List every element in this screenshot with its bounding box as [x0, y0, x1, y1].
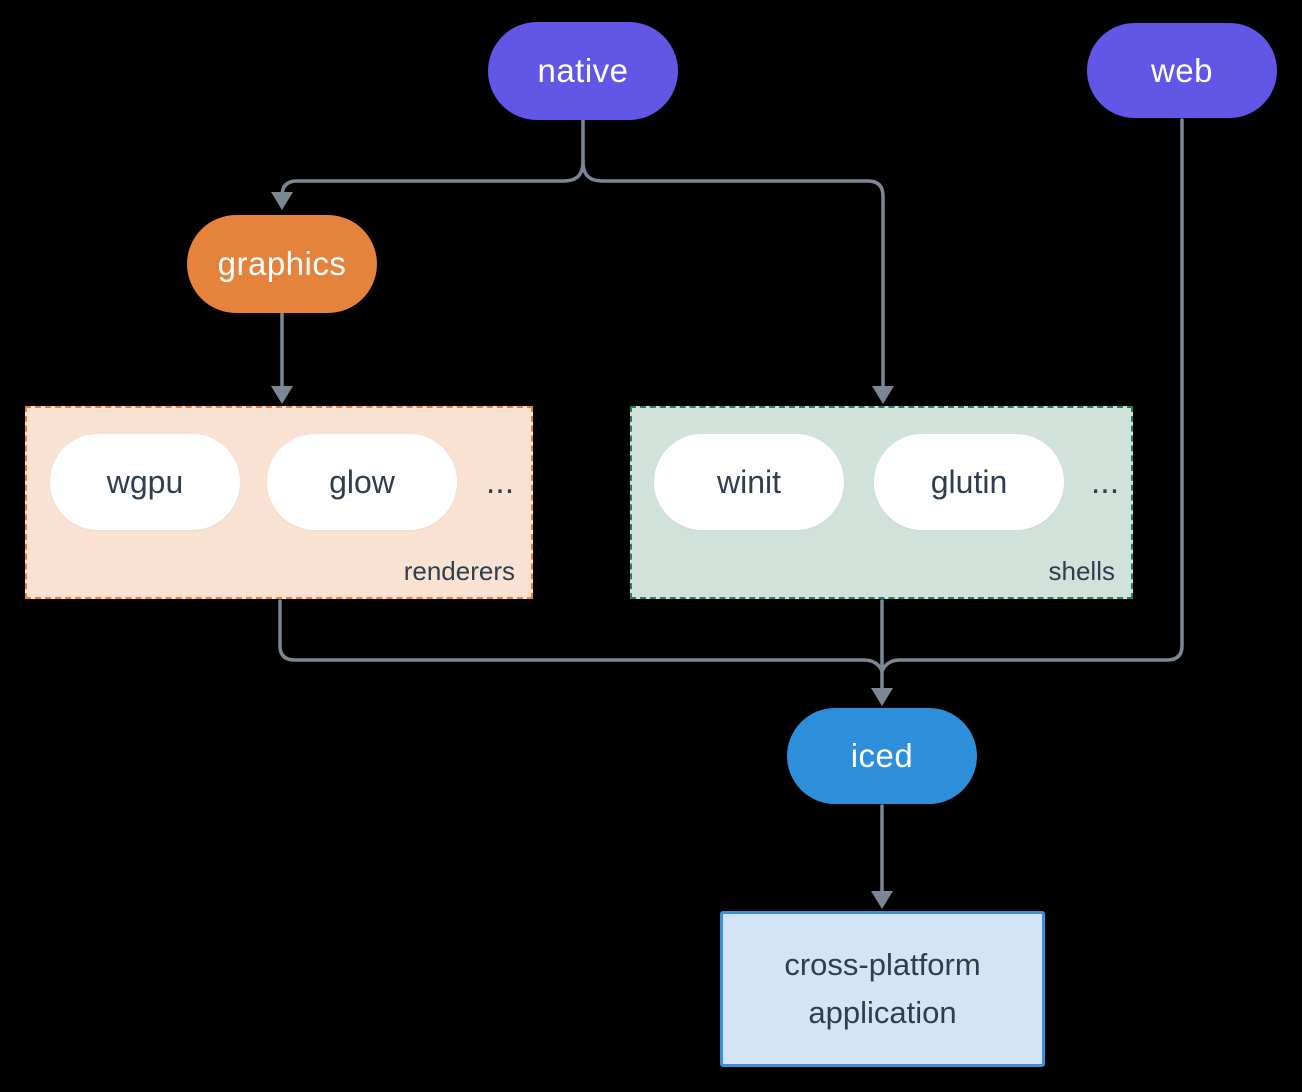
arrowhead-application	[871, 891, 893, 909]
group-renderers-label: renderers	[403, 556, 515, 586]
pill-winit: winit	[654, 434, 844, 530]
node-native: native	[488, 22, 678, 120]
arrowhead-graphics	[271, 192, 293, 210]
group-shells-label: shells	[1048, 556, 1115, 586]
application-box: cross-platform application	[720, 911, 1045, 1067]
group-renderers: wgpu glow ... renderers	[25, 406, 533, 599]
pill-glow: glow	[267, 434, 457, 530]
arrowhead-iced	[871, 688, 893, 706]
arrowhead-shells	[872, 386, 894, 404]
pill-wgpu: wgpu	[50, 434, 240, 530]
pill-wgpu-label: wgpu	[106, 463, 184, 500]
application-label-line2: application	[808, 995, 957, 1030]
node-iced-label: iced	[850, 737, 914, 774]
pill-glow-label: glow	[329, 463, 395, 500]
node-native-label: native	[537, 52, 629, 89]
node-web: web	[1087, 23, 1277, 118]
renderers-ellipsis: ...	[485, 462, 515, 501]
edge-renderers-to-junction	[278, 599, 884, 673]
edge-native-to-shells	[581, 159, 885, 390]
edge-native-to-graphics	[280, 159, 585, 197]
pill-glutin: glutin	[874, 434, 1064, 530]
node-graphics: graphics	[187, 215, 377, 313]
group-shells: winit glutin ... shells	[630, 406, 1133, 599]
edge-web-to-junction	[880, 118, 1184, 673]
pill-winit-label: winit	[716, 463, 781, 500]
arrowhead-renderers	[271, 386, 293, 404]
shells-ellipsis: ...	[1090, 462, 1120, 501]
application-label-line1: cross-platform	[784, 946, 981, 982]
node-iced: iced	[787, 708, 977, 804]
pill-glutin-label: glutin	[930, 463, 1008, 500]
node-web-label: web	[1150, 51, 1214, 89]
node-graphics-label: graphics	[217, 245, 347, 282]
